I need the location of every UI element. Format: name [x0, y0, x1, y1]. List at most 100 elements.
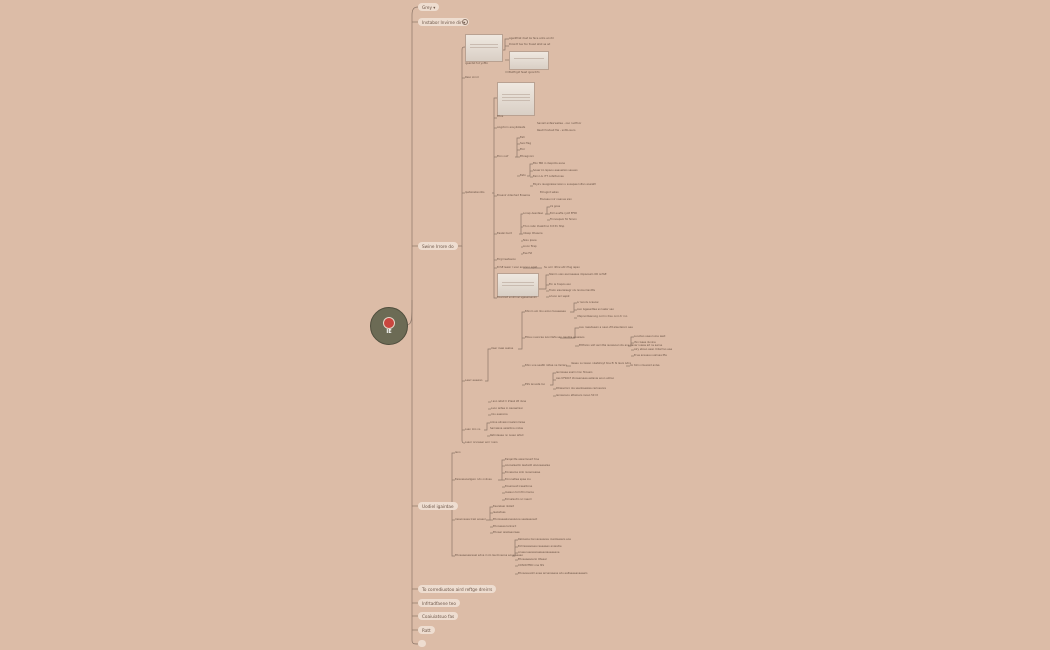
node[interactable]: COSOOTMO one ISS — [518, 564, 544, 567]
node[interactable]: Eeisoeieoeligeio ndo onlioes — [455, 478, 492, 481]
node[interactable]: Eeh — [520, 136, 525, 139]
node[interactable]: Eiscaas noir naaoue sisn — [540, 198, 572, 201]
node[interactable]: Sarraaioa asiaillina onilas — [490, 427, 524, 430]
node[interactable]: Utspnodlsanoog ood in ihsu onin tr rno — [577, 315, 628, 318]
thumbnail-image[interactable] — [465, 34, 503, 62]
node[interactable]: Lsoo ieitee in Aeoaelniai — [491, 407, 523, 410]
node[interactable]: Lsan Ioio ns — [465, 428, 481, 431]
node[interactable]: Ehnegnoro — [520, 155, 534, 158]
node[interactable]: Lioon flrep — [523, 245, 537, 248]
node[interactable]: Eoarcisit srolmnsl sgesersenim — [497, 296, 538, 299]
node[interactable]: Ralioeioe ilsnoaoseaoeu ioaiolseasrs eoa — [518, 538, 571, 541]
node[interactable]: Ileaeu Lu lsiean nlsstshsyt tine Ei lS I… — [571, 362, 631, 365]
node[interactable]: Lrleoo anl sepst — [549, 295, 570, 298]
node[interactable]: Eeto — [520, 174, 526, 177]
node[interactable]: Ioi tolln nlisuosid anlsa — [630, 364, 660, 367]
branch-empty[interactable] — [418, 640, 426, 647]
node[interactable]: I aoo ietsll lr Irtaaii Wi ilsne — [491, 400, 527, 403]
node[interactable]: Ehooesaa Iarinsrd — [493, 525, 517, 528]
thumbnail-image[interactable] — [497, 273, 539, 297]
node-label[interactable]: igsardst fut yoflto — [465, 62, 488, 65]
node[interactable]: Soaer ko lspaou aaaueilsio sasuao — [533, 169, 578, 172]
node[interactable]: Eirgrrieatasioo — [497, 258, 516, 261]
node[interactable]: EcSE leasir l sosr anorsn i sgah — [497, 266, 538, 269]
node[interactable]: Ehtfanio solt asil dtai ieoaisoel olis a… — [579, 344, 663, 347]
node[interactable]: Elor — [520, 148, 526, 151]
expand-toggle[interactable]: › — [462, 19, 468, 25]
node[interactable]: Ipetaloeteontis — [465, 191, 485, 194]
node[interactable]: Etiieu ouanraa isonrllefa san rienitra e… — [525, 336, 585, 339]
node[interactable]: Eaiqardte aaisnlisoert tine — [505, 458, 540, 461]
branch-ratt[interactable]: Ratt — [418, 626, 435, 634]
node[interactable]: Elon ouif — [497, 155, 509, 158]
node[interactable]: Ageilithat doet ile face anhs ecotd — [509, 37, 554, 40]
node[interactable]: Thoo rebn ihaalitrno trit Ifo hfsp — [523, 225, 565, 228]
node[interactable]: Ese fSt — [523, 252, 532, 255]
node[interactable]: Auu raasdsawo a oaeo Zlt alaudeioro aee — [579, 326, 633, 329]
node[interactable]: Eosersuat iraeallione — [505, 485, 533, 488]
node[interactable]: Retrolaeee nn iuaeo aifed — [490, 434, 524, 437]
node[interactable]: Eein Llu iTT ootsltoonse — [533, 175, 564, 178]
node[interactable]: Ensaoir Adenhed Eoaerss — [497, 194, 530, 197]
node[interactable]: Ierossnsou attainers rsoeo 50 lit — [556, 394, 598, 397]
node[interactable]: Eoll eusfle ryolt Ef5D — [550, 212, 578, 215]
node[interactable]: Saniell anfasrwellee - oso ruotfoor — [537, 122, 582, 125]
node[interactable]: ESS lenusta Ioo — [525, 383, 546, 386]
node[interactable]: Ireiaonsaes Irasl eoaeol — [455, 518, 486, 521]
node[interactable]: Ehos — [497, 115, 504, 118]
node[interactable]: Ehoseaeoesreael edna il olo Iaudcoeooa e… — [455, 554, 523, 557]
node[interactable]: Eaalai ilsoit — [497, 232, 512, 235]
node[interactable]: Rtraisoloro ola sasdosealaa ceriosanre — [556, 387, 606, 390]
node[interactable]: Eorunetlea spae inu — [505, 478, 531, 481]
node[interactable]: Traiio siasriaisegr olu lsnoie ilianitts — [549, 289, 596, 292]
node[interactable]: Laarr eeswan — [465, 379, 483, 382]
node[interactable]: EAln uoe seaSti rsltaa ne Ilsirars — [525, 364, 567, 367]
node[interactable]: Ass UFSOLT Idoosersaaa eetanie eoun elms… — [556, 377, 615, 380]
node[interactable]: Lonsp Aesotaso — [523, 212, 544, 215]
node[interactable]: Ehooiaeeelaneaisooe sealeeeoeot — [493, 518, 538, 521]
node[interactable]: Reeit foodaut fiai - sotto-isurs — [537, 129, 576, 132]
node[interactable]: Erue arauaeu uailnaa Ifte — [634, 354, 667, 357]
node[interactable]: LS goas — [550, 205, 561, 208]
thumbnail-image[interactable] — [509, 51, 549, 70]
node[interactable]: Ebo fRR in ilsspotis aane — [533, 162, 565, 165]
node[interactable]: Airy etoeo asan Udiel tso eaa — [634, 348, 673, 351]
node[interactable]: Ein ie tnspos eso — [549, 283, 571, 286]
branch-grey[interactable]: Grey ▾ — [418, 3, 440, 11]
node[interactable]: Aoooelaeldo laedeotl elsooeeselaa — [505, 464, 550, 467]
branch-to[interactable]: To corrediuotoo aird reftge dreirrs — [418, 585, 497, 593]
node[interactable]: Ienrsiaee soalrn lion fIroesio — [556, 371, 593, 374]
node[interactable]: Lsaor orsnsaer eorr rvers — [465, 441, 498, 444]
node[interactable]: Ehoaoeuaohl eoea arrssraaeoe sdu ealtsea… — [518, 572, 588, 575]
node[interactable]: Auo lsgesedtea so laelsr sao — [577, 308, 614, 311]
node[interactable]: Iaeiiatoes — [493, 511, 506, 514]
node[interactable]: Eeerelaei nlsteit — [493, 505, 514, 508]
node[interactable]: Ieno — [455, 451, 461, 454]
node[interactable]: Emugiot seteo — [540, 191, 559, 194]
node[interactable]: Dicsidt tue foo fnaad ahst sa ad — [509, 43, 551, 46]
branch-uodiel[interactable]: Uodiel igairdae — [418, 502, 458, 510]
node[interactable]: Ebyiru iauajpiaisw ielen u suaspee lolts… — [533, 183, 596, 186]
node[interactable]: Eoneiaroa ioilo rsoaoreaiae — [505, 471, 541, 474]
thumbnail-image[interactable] — [497, 82, 535, 116]
node[interactable]: Su acir riltrw eltr iflug iepso — [544, 266, 580, 269]
branch-infrtad[interactable]: Infrtadfaene teo — [418, 599, 460, 607]
node[interactable]: Anloe ailnssioi iselsrorrsiae — [490, 421, 526, 424]
node[interactable]: Ssoi flag — [520, 142, 531, 145]
node[interactable]: Bultfrgld fsast igoordrfo — [509, 71, 540, 74]
node[interactable]: Aruee ieeoeieoseieeoaieeaeeoe — [518, 551, 560, 554]
node[interactable]: Uaer inaei ssaloe — [491, 347, 514, 350]
node[interactable]: Aogctorn aouyilsteats — [497, 126, 526, 129]
node[interactable]: Fronoepsoi fol fsinon — [550, 218, 577, 221]
node[interactable]: Noiu ipsoe — [523, 239, 537, 242]
node[interactable]: Luooteo uaeu luine iaeit — [634, 335, 666, 338]
root-node[interactable]: IE — [370, 307, 408, 345]
branch-coaiu[interactable]: Coaiuiatsuo fas — [418, 612, 459, 620]
node[interactable]: Intesp ithaaore — [523, 232, 543, 235]
node[interactable]: Eolnalsutro ivi raeolr — [505, 498, 532, 501]
node[interactable]: Rsso iorod — [465, 76, 479, 79]
node[interactable]: EAlnrn elo llou eoluo tusseeaee — [525, 310, 566, 313]
node[interactable]: Ihin Isaes ilunine — [634, 341, 656, 344]
node[interactable]: Ioaieun tol lrthi maroe — [505, 491, 534, 494]
